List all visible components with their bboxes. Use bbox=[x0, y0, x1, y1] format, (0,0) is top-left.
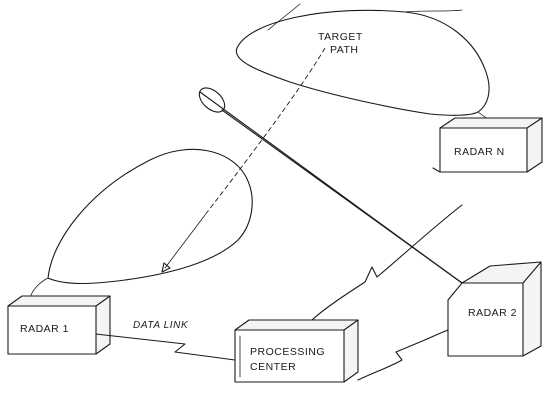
target-path-label-line1: TARGET bbox=[318, 31, 363, 43]
radar-1-label: RADAR 1 bbox=[20, 323, 69, 335]
radar-n-label: RADAR N bbox=[454, 146, 505, 158]
target-path-tail-left bbox=[267, 3, 301, 31]
radar-2-box bbox=[447, 261, 542, 357]
processing-center-label-line2: CENTER bbox=[250, 361, 296, 373]
target-path-tail bbox=[404, 9, 463, 13]
data-link-radar-1 bbox=[95, 333, 236, 361]
data-link-radar-2 bbox=[357, 329, 449, 381]
data-link-label: DATA LINK bbox=[133, 320, 189, 331]
radar-n-box bbox=[439, 117, 543, 173]
data-link-radar-n bbox=[311, 204, 463, 321]
radar-2-label: RADAR 2 bbox=[468, 307, 517, 319]
target-path-curve bbox=[235, 9, 490, 116]
target-path-label-line2: PATH bbox=[330, 44, 358, 56]
pointer-target-arrowhead bbox=[161, 262, 171, 273]
processing-center-label-line1: PROCESSING bbox=[250, 346, 325, 358]
beam-cone-end bbox=[198, 87, 226, 113]
beam-cone-edge-lower bbox=[221, 109, 463, 284]
data-link-radar-n-upper bbox=[432, 167, 441, 173]
pointer-target-arrow bbox=[164, 214, 206, 269]
radar-1-coverage-curve bbox=[47, 148, 253, 284]
processing-center-box bbox=[234, 319, 359, 383]
radar-1-box bbox=[7, 295, 111, 355]
pointer-target-line bbox=[204, 47, 326, 216]
